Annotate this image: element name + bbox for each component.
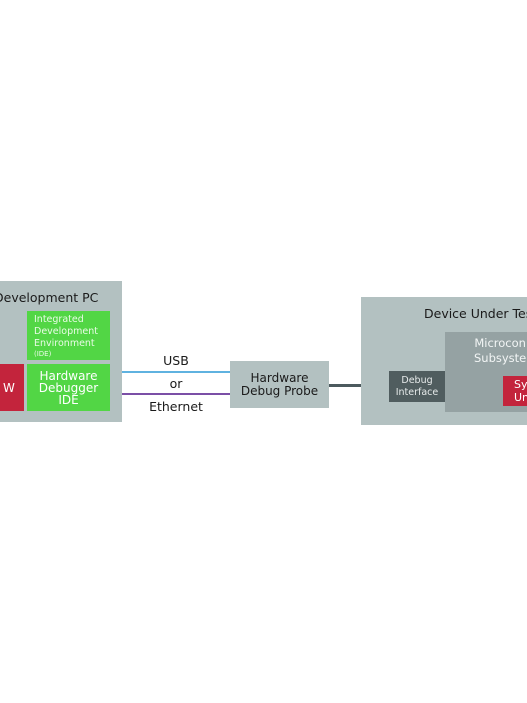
debug-interface-line-1: Debug [401, 374, 433, 386]
probe-line-1: Hardware [250, 370, 309, 385]
device-under-test-title: Device Under Tes [424, 306, 527, 321]
probe-connector-line [329, 384, 389, 387]
debug-interface-line-2: Interface [395, 386, 439, 398]
debugger-line-2: Debugger [38, 380, 99, 395]
probe-line-2: Debug Probe [240, 383, 319, 398]
usb-label: USB [163, 353, 189, 368]
ide-line-4: (IDE) [34, 350, 52, 358]
system-line-2: Und [514, 391, 527, 404]
software-box-label: W [3, 380, 15, 395]
software-box: W [0, 364, 24, 411]
ide-line-3: Environment [34, 338, 95, 349]
development-pc-title: Development PC [0, 290, 99, 305]
usb-line [122, 371, 230, 373]
ethernet-label: Ethernet [149, 399, 203, 414]
debugger-line-3: IDE [58, 392, 79, 407]
system-line-1: Sy [514, 378, 527, 391]
or-label: or [169, 376, 183, 391]
hardware-debugger-ide-box: Hardware Debugger IDE [27, 364, 110, 411]
ethernet-line [122, 393, 230, 395]
debug-interface-box: Debug Interface [389, 371, 445, 402]
ide-line-1: Integrated [34, 314, 84, 325]
ide-line-2: Development [34, 326, 98, 337]
mcu-line-1: Microcon [474, 336, 526, 350]
mcu-line-2: Subsyste [474, 351, 527, 365]
system-under-test-box: Sy Und [503, 376, 527, 406]
hardware-debug-probe-box: Hardware Debug Probe [230, 361, 329, 408]
debugger-line-1: Hardware [39, 368, 98, 383]
ide-box: Integrated Development Environment (IDE) [27, 311, 110, 360]
